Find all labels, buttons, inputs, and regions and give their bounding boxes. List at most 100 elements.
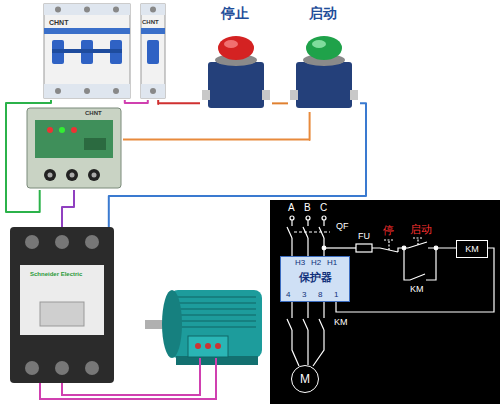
wire	[109, 103, 366, 227]
wire	[123, 112, 310, 140]
start-button-part	[312, 40, 326, 48]
contactor-part	[25, 235, 39, 249]
phase-label: A	[288, 203, 295, 213]
three-pole-breaker-part	[113, 7, 119, 13]
stop-button	[202, 36, 270, 108]
protector-module-part	[44, 169, 56, 181]
protector-module	[27, 108, 121, 188]
wire	[6, 100, 51, 212]
schematic-part	[322, 216, 326, 220]
motor-wire	[40, 358, 216, 399]
contactor	[10, 227, 114, 383]
wire	[62, 190, 74, 227]
schematic-part	[408, 242, 456, 248]
start-button	[290, 36, 358, 108]
schematic-part	[384, 240, 394, 250]
protector-module-part	[48, 173, 53, 178]
schematic-part	[287, 319, 324, 330]
motor-part	[162, 290, 182, 358]
stop-button-part	[218, 36, 254, 60]
three-pole-breaker-part	[113, 88, 119, 94]
single-pole-breaker-part	[150, 88, 156, 94]
node-text: CHNT	[142, 19, 159, 25]
contact-label: KM	[334, 318, 348, 327]
motor-part	[188, 336, 228, 357]
wire	[158, 100, 200, 104]
phase-label: B	[304, 203, 311, 213]
stop-button-part	[224, 40, 238, 48]
node-text: Schneider Electric	[30, 271, 82, 277]
protector-module-part	[70, 173, 75, 178]
node-text: 1	[334, 291, 338, 299]
protector-module-part	[35, 120, 113, 158]
contactor-part	[85, 361, 99, 375]
pushbutton: 启动	[288, 4, 360, 112]
three-pole-breaker-part	[52, 49, 122, 53]
schematic-part	[292, 330, 324, 366]
protector-module-part	[47, 127, 53, 133]
contactor-part	[25, 361, 39, 375]
schematic-part	[306, 216, 310, 220]
node-text: 8	[318, 291, 322, 299]
protector-module-part	[59, 127, 65, 133]
contactor-part	[55, 361, 69, 375]
single-pole-breaker-part	[150, 7, 156, 13]
motor-part	[176, 294, 256, 332]
three-pole-breaker-part	[44, 4, 130, 98]
three-pole-breaker-part	[44, 4, 130, 15]
node-text: 3	[302, 291, 306, 299]
node-text: CHNT	[49, 19, 68, 26]
motor-symbol: M	[291, 365, 319, 393]
schematic-part	[413, 238, 423, 245]
three-pole-breaker-part	[44, 84, 130, 98]
protector-module-part	[71, 127, 77, 133]
protector-module-part	[84, 138, 106, 150]
pushbutton: 停止	[200, 4, 272, 112]
start-button-part	[350, 90, 358, 100]
phase-label: C	[320, 203, 327, 213]
stop-button-part	[202, 90, 210, 100]
contact-label: KM	[410, 285, 424, 294]
single-pole-breaker-part	[147, 40, 159, 64]
part-label: QF	[336, 222, 349, 231]
schematic-part	[292, 220, 324, 226]
three-pole-breaker	[44, 4, 130, 98]
protector-module-part	[92, 173, 97, 178]
coil-symbol: KM	[456, 240, 488, 258]
node-text: KM	[465, 245, 479, 254]
wire	[125, 100, 148, 103]
motor-part	[195, 343, 201, 349]
protector-photo: CHNT	[25, 106, 123, 190]
node-text: H3	[295, 259, 305, 267]
motor-part	[170, 290, 262, 358]
three-pole-breaker-part	[84, 88, 90, 94]
node-text: M	[300, 373, 310, 385]
stop-button-part	[208, 62, 264, 108]
contactor-part	[40, 302, 84, 326]
motor-wire-part	[62, 358, 200, 395]
breaker-box: CHNT	[42, 2, 132, 100]
schematic-part	[270, 200, 500, 404]
schematic-part	[290, 216, 294, 220]
start-button-part	[306, 36, 342, 60]
single-pole-breaker-part	[141, 4, 165, 98]
start-button-part	[290, 90, 298, 100]
stop-button-part	[262, 90, 270, 100]
contactor-part	[20, 265, 104, 335]
node-text: 启动	[309, 6, 337, 20]
schematic-part	[404, 248, 436, 280]
single-pole-breaker-part	[141, 84, 165, 98]
wire	[272, 102, 288, 104]
node-text: 停止	[221, 6, 249, 20]
single-pole-breaker-part	[141, 4, 165, 15]
contactor-part	[85, 235, 99, 249]
button-label: 启动	[410, 224, 432, 235]
node-text: CHNT	[85, 110, 102, 116]
node-text: H1	[327, 259, 337, 267]
node-text: 保护器	[299, 272, 332, 283]
schematic	[270, 200, 500, 404]
contactor-part	[55, 235, 69, 249]
node-text: 4	[286, 291, 290, 299]
